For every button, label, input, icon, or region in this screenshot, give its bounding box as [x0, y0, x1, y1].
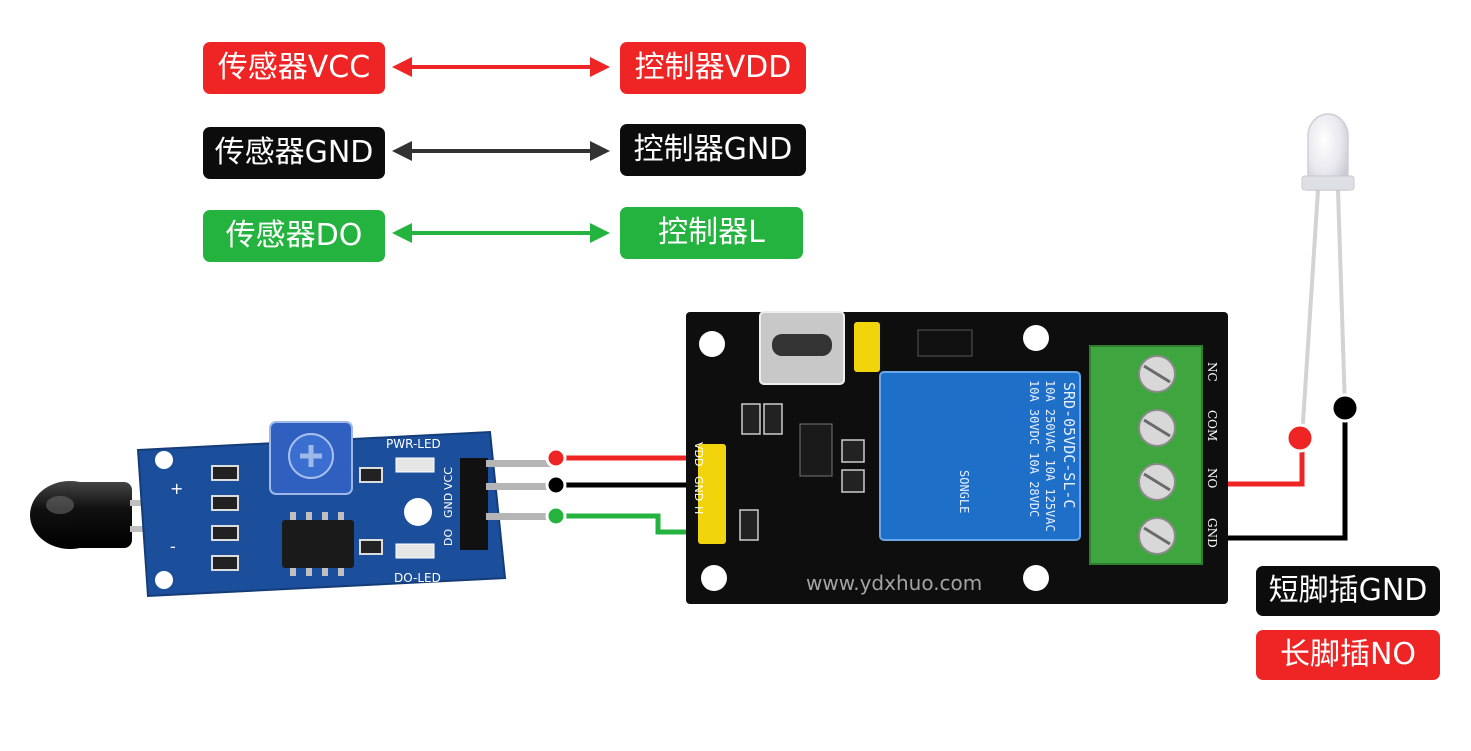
sensor-pin-do-silkscreen: DO — [442, 529, 455, 546]
led-pin-markers — [1285, 393, 1360, 453]
terminal-gnd-silkscreen: GND — [1205, 518, 1219, 548]
terminal-com-silkscreen: COM — [1205, 410, 1219, 441]
led-long-pin-label: 长脚插NO — [1256, 630, 1440, 680]
sensor-pin-vcc-silkscreen: VCC — [442, 467, 455, 490]
led-component — [1300, 113, 1355, 439]
pwr-led-silkscreen: PWR-LED — [386, 437, 441, 451]
controller-pin-h-silkscreen: H — [692, 506, 705, 514]
sensor-vcc-label: 传感器VCC — [203, 42, 385, 94]
sensor-pin-gnd-silkscreen: GND — [442, 493, 455, 518]
controller-pin-gnd-silkscreen: GND — [692, 476, 705, 501]
controller-gnd-label: 控制器GND — [620, 124, 806, 176]
led-short-pin-label: 短脚插GND — [1256, 566, 1440, 616]
probe-minus-silkscreen: - — [170, 537, 176, 556]
do-led-silkscreen: DO-LED — [394, 571, 441, 585]
controller-vdd-label: 控制器VDD — [620, 42, 806, 94]
led-wires — [1228, 408, 1348, 541]
gnd-to-led-short-wire — [1228, 408, 1348, 541]
no-to-led-long-wire — [1228, 438, 1305, 487]
probe-plus-silkscreen: + — [170, 479, 183, 498]
relay-rating-dc-text: 10A 30VDC 10A 28VDC — [1027, 380, 1041, 517]
terminal-no-silkscreen: NO — [1205, 468, 1219, 489]
watermark: www.ydxhuo.com — [806, 571, 982, 595]
relay-model-text: SRD-05VDC-SL-C — [1060, 382, 1078, 508]
terminal-nc-silkscreen: NC — [1205, 362, 1219, 382]
do-wire — [556, 513, 708, 535]
led-short-pin-marker — [1330, 393, 1360, 423]
controller-pin-vdd-silkscreen: VDD — [692, 442, 705, 466]
sensor-gnd-label: 传感器GND — [203, 127, 385, 179]
sensor-do-label: 传感器DO — [203, 210, 385, 262]
wires — [556, 455, 708, 535]
led-long-pin-marker — [1285, 423, 1315, 453]
relay-rating-ac-text: 10A 250VAC 10A 125VAC — [1043, 380, 1057, 532]
flame-sensor-module: PWR-LED DO-LED + - VCC GND DO — [30, 421, 556, 598]
relay-brand-text: SONGLE — [957, 470, 971, 513]
relay-controller-module: VDD GND H SRD-05VDC-SL-C 10A 250VAC 10A … — [686, 311, 1228, 604]
controller-l-label: 控制器L — [620, 207, 803, 259]
